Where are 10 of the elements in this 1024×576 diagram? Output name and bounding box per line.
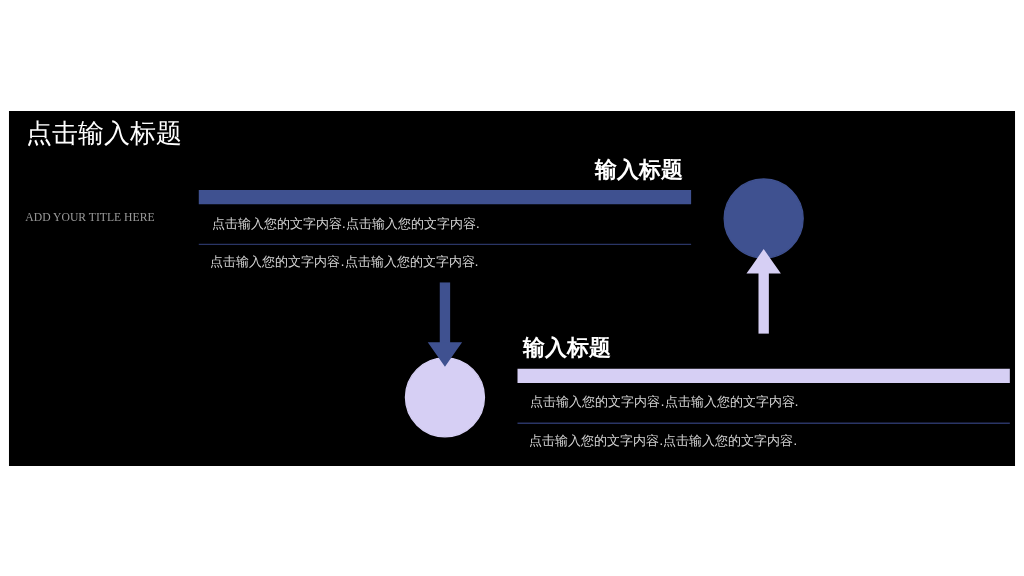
diagram-title: 点击输入标题: [25, 117, 182, 148]
node-label: 点击输入您的文字内容.点击输入您的文字内容.: [529, 432, 798, 448]
arrow: [427, 281, 463, 367]
label: ADD YOUR TITLE HERE: [25, 210, 155, 224]
node-circle: [404, 356, 486, 437]
node-label: 输入标题: [522, 334, 611, 360]
node-circle: [723, 177, 804, 259]
node-label: 点击输入您的文字内容.点击输入您的文字内容.: [210, 253, 479, 269]
arrow: [746, 248, 781, 334]
node-label: 输入标题: [595, 156, 684, 182]
